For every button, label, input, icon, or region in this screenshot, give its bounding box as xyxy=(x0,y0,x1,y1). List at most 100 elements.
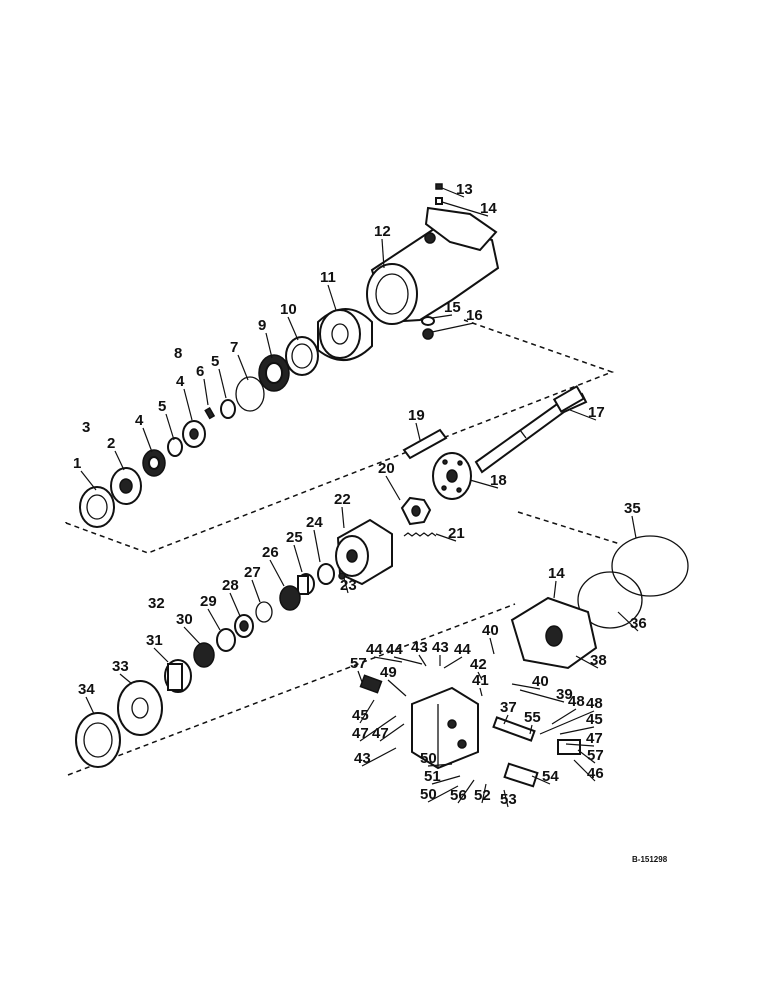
callout-42: 42 xyxy=(470,656,487,673)
leader-line-15 xyxy=(431,314,453,319)
leader-line-44 xyxy=(443,656,463,669)
leader-line-57 xyxy=(357,670,363,683)
callout-22: 22 xyxy=(334,491,351,508)
leader-line-41 xyxy=(479,687,483,697)
callout-35: 35 xyxy=(624,500,641,517)
leader-line-29 xyxy=(207,608,221,631)
callout-6: 6 xyxy=(196,363,204,380)
callout-51: 51 xyxy=(424,768,441,785)
callout-36: 36 xyxy=(630,615,647,632)
leader-line-45 xyxy=(559,726,595,735)
plug-16 xyxy=(422,328,434,340)
fitting-53 xyxy=(503,762,539,788)
callout-53: 53 xyxy=(500,791,517,808)
leader-line-13 xyxy=(441,187,465,198)
leader-line-2 xyxy=(114,450,125,471)
spring-26 xyxy=(279,585,301,611)
gasket-35 xyxy=(611,535,689,597)
leader-line-47 xyxy=(359,715,397,742)
callout-14: 14 xyxy=(548,565,565,582)
callout-29: 29 xyxy=(200,593,217,610)
callout-47: 47 xyxy=(586,730,603,747)
pin-19 xyxy=(402,428,448,460)
leader-line-40 xyxy=(489,637,495,655)
leader-line-18 xyxy=(469,479,499,489)
ring-24 xyxy=(317,563,335,585)
leader-line-6 xyxy=(203,378,209,406)
callout-4: 4 xyxy=(176,373,185,390)
leader-line-47 xyxy=(565,743,595,747)
callout-16: 16 xyxy=(466,307,483,324)
leader-lines xyxy=(80,187,639,808)
leader-line-51 xyxy=(431,775,461,785)
leader-line-14 xyxy=(441,201,489,217)
leader-line-16 xyxy=(431,322,475,333)
callout-26: 26 xyxy=(262,544,279,561)
callout-30: 30 xyxy=(176,611,193,628)
callout-39: 39 xyxy=(556,686,573,703)
callout-8: 8 xyxy=(174,345,182,362)
callout-54: 54 xyxy=(542,768,559,785)
leader-line-5 xyxy=(165,413,175,441)
callout-33: 33 xyxy=(112,658,129,675)
leader-line-40 xyxy=(511,683,541,690)
leader-line-7 xyxy=(237,354,249,381)
callout-48: 48 xyxy=(586,695,603,712)
leader-line-30 xyxy=(183,626,201,645)
leader-line-43 xyxy=(418,654,427,667)
leader-line-33 xyxy=(119,673,133,685)
callout-19: 19 xyxy=(408,407,425,424)
bearing-cup-1 xyxy=(79,486,115,528)
callout-38: 38 xyxy=(590,652,607,669)
callout-27: 27 xyxy=(244,564,261,581)
callout-44: 44 xyxy=(366,641,383,658)
plug-57b xyxy=(557,739,581,755)
bearing-4a xyxy=(142,449,166,477)
callout-31: 31 xyxy=(146,632,163,649)
callout-10: 10 xyxy=(280,301,297,318)
leader-line-44 xyxy=(373,656,403,663)
leader-line-11 xyxy=(327,284,337,311)
leader-line-22 xyxy=(341,506,345,529)
wear-plate-33 xyxy=(117,680,163,736)
callout-43: 43 xyxy=(354,750,371,767)
leader-line-37 xyxy=(503,714,509,725)
leader-line-55 xyxy=(529,724,533,735)
plug-57a xyxy=(359,674,383,694)
callout-52: 52 xyxy=(474,787,491,804)
callout-40: 40 xyxy=(532,673,549,690)
callout-49: 49 xyxy=(380,664,397,681)
callout-11: 11 xyxy=(320,269,336,286)
assembly-outline-upper xyxy=(65,319,615,554)
washer-14 xyxy=(435,197,443,205)
o-ring-7 xyxy=(235,376,265,412)
ring-15 xyxy=(421,316,435,326)
callout-43: 43 xyxy=(411,639,428,656)
ring-29 xyxy=(216,628,236,652)
leader-line-19 xyxy=(415,422,421,441)
bearing-4b xyxy=(182,420,206,448)
leader-line-34 xyxy=(85,696,95,715)
callout-9: 9 xyxy=(258,317,266,334)
pin-23 xyxy=(338,572,346,580)
callout-56: 56 xyxy=(450,787,467,804)
ring-27 xyxy=(255,601,273,623)
callout-47: 47 xyxy=(352,725,369,742)
ring-5a xyxy=(167,437,183,457)
callout-44: 44 xyxy=(386,641,403,658)
leader-line-1 xyxy=(80,470,97,491)
leader-line-42 xyxy=(477,671,483,681)
leader-line-56 xyxy=(457,779,475,804)
sleeve-25 xyxy=(297,573,315,595)
bearing-cone-31 xyxy=(164,659,192,693)
leader-line-35 xyxy=(631,515,637,539)
callout-15: 15 xyxy=(444,299,461,316)
leader-line-52 xyxy=(481,783,487,804)
bearing-cone-2 xyxy=(110,467,142,505)
leader-line-49 xyxy=(387,679,407,697)
leader-line-38 xyxy=(575,655,599,669)
leader-line-17 xyxy=(569,409,597,421)
leader-line-54 xyxy=(531,775,551,785)
gear-30 xyxy=(193,642,215,668)
control-block-49 xyxy=(411,686,479,770)
